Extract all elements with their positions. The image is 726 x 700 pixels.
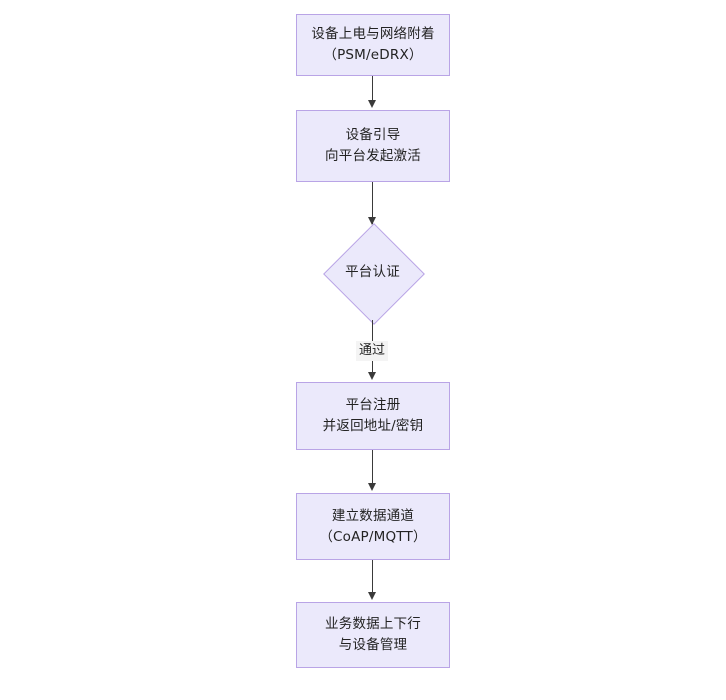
- node-power-on-line-2: （PSM/eDRX）: [323, 47, 423, 63]
- node-power-on[interactable]: 设备上电与网络附着 （PSM/eDRX）: [296, 14, 450, 76]
- edge-auth-to-register-arrow: [368, 372, 376, 380]
- edge-bootstrap-to-auth-arrow: [368, 217, 376, 225]
- node-service-data-line-1: 业务数据上下行: [325, 616, 421, 633]
- node-service-data[interactable]: 业务数据上下行 与设备管理: [296, 602, 450, 668]
- node-service-data-line-2: 与设备管理: [338, 637, 408, 653]
- edge-register-to-channel-line: [372, 450, 373, 484]
- node-register-line-1: 平台注册: [345, 397, 401, 414]
- edge-channel-to-service-arrow: [368, 592, 376, 600]
- edge-register-to-channel-arrow: [368, 483, 376, 491]
- node-data-channel-line-2: （CoAP/MQTT）: [319, 528, 427, 545]
- node-bootstrap-line-2: 向平台发起激活: [325, 148, 421, 164]
- node-register[interactable]: 平台注册 并返回地址/密钥: [296, 382, 450, 450]
- node-auth-label: 平台认证: [345, 264, 400, 281]
- node-data-channel[interactable]: 建立数据通道 （CoAP/MQTT）: [296, 493, 450, 560]
- edge-bootstrap-to-auth-line: [372, 182, 373, 224]
- node-bootstrap-line-1: 设备引导: [345, 127, 401, 144]
- edge-channel-to-service-line: [372, 560, 373, 594]
- edge-power-on-to-bootstrap-arrow: [368, 100, 376, 108]
- node-register-line-2: 并返回地址/密钥: [322, 418, 424, 434]
- node-auth-decision[interactable]: 平台认证: [322, 222, 425, 325]
- edge-label-pass: 通过: [356, 341, 389, 362]
- node-bootstrap[interactable]: 设备引导 向平台发起激活: [296, 110, 450, 182]
- node-data-channel-line-1: 建立数据通道: [331, 507, 415, 524]
- edge-power-on-to-bootstrap-line: [372, 76, 373, 102]
- node-power-on-line-1: 设备上电与网络附着: [311, 26, 435, 43]
